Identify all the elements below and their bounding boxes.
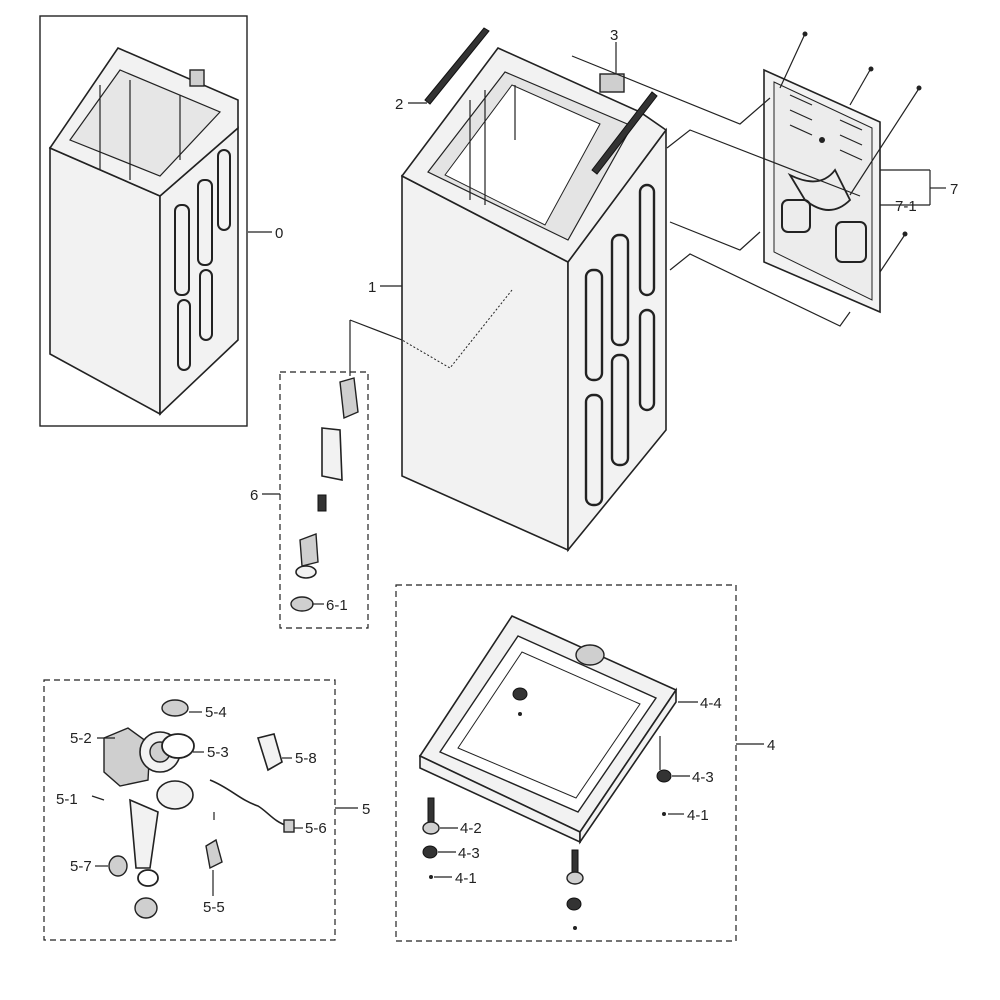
label-7-1: 7-1: [895, 198, 917, 215]
foot-left: [422, 797, 440, 879]
assembly-0-box: 0: [39, 15, 283, 427]
label-5-6: 5-6: [305, 820, 327, 837]
clip-part-3: 3: [599, 27, 625, 93]
strip-part-2b: [591, 91, 658, 175]
assembly-4: 4-4 4-3 4-1 4-2 4-3 4-1 4: [395, 584, 775, 942]
label-5-3: 5-3: [207, 744, 229, 761]
label-5-1: 5-1: [56, 791, 78, 808]
label-3: 3: [610, 27, 618, 44]
label-4: 4: [767, 737, 775, 754]
label-4-2: 4-2: [460, 820, 482, 837]
label-4-3-right: 4-3: [692, 769, 714, 786]
label-1: 1: [368, 279, 376, 296]
label-4-1-right: 4-1: [687, 807, 709, 824]
foot-right: [566, 849, 584, 930]
label-4-3-left: 4-3: [458, 845, 480, 862]
back-panel-part-7: 7 7-1: [571, 31, 958, 327]
label-4-1-left: 4-1: [455, 870, 477, 887]
assembly-5: 5-4 5-2 5-3 5-8 5-1 5-6 5-7 5-5 5: [43, 679, 370, 941]
label-5-7: 5-7: [70, 858, 92, 875]
label-5: 5: [362, 801, 370, 818]
label-2: 2: [395, 96, 403, 113]
strip-part-2: 2: [395, 27, 490, 113]
label-5-5: 5-5: [203, 899, 225, 916]
label-5-8: 5-8: [295, 750, 317, 767]
assembly-6: 6-1 6: [250, 319, 403, 629]
label-6: 6: [250, 487, 258, 504]
label-5-4: 5-4: [205, 704, 227, 721]
cabinet-part-1: 1: [368, 47, 668, 553]
assembled-cabinet: [48, 47, 239, 416]
label-5-2: 5-2: [70, 730, 92, 747]
label-7: 7: [950, 181, 958, 198]
label-6-1: 6-1: [326, 597, 348, 614]
label-4-4: 4-4: [700, 695, 722, 712]
label-0: 0: [275, 225, 283, 242]
